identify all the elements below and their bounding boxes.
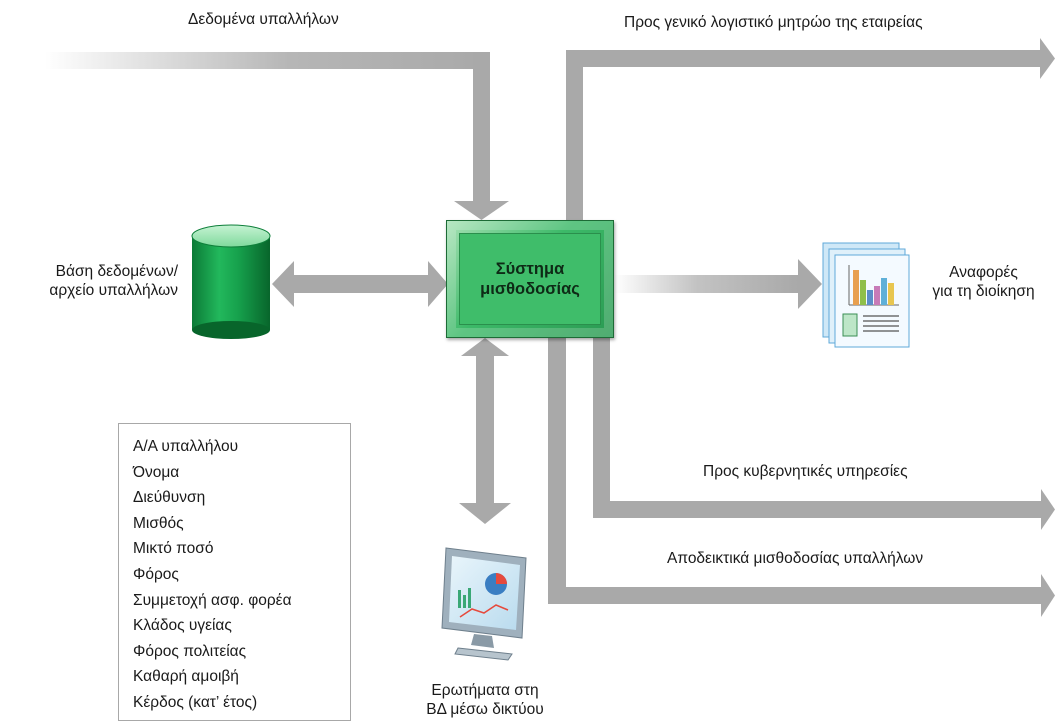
field-item: Α/Α υπαλλήλου bbox=[133, 438, 239, 455]
field-item: Όνομα bbox=[133, 463, 180, 481]
government-arrow bbox=[593, 338, 1055, 530]
database-label: Βάση δεδομένων/ αρχείο υπαλλήλων bbox=[0, 262, 178, 300]
field-item: Καθαρή αμοιβή bbox=[133, 668, 239, 686]
reports-label-line1: Αναφορές bbox=[949, 264, 1018, 281]
employee-data-label: Δεδομένα υπαλλήλων bbox=[188, 11, 339, 28]
reports-arrow bbox=[614, 259, 822, 309]
payroll-system-title-line1: Σύστημα bbox=[495, 260, 565, 278]
field-item: Φόρος πολιτείας bbox=[133, 642, 247, 660]
paychecks-arrow bbox=[548, 338, 1055, 617]
field-item: Φόρος bbox=[133, 565, 179, 583]
queries-label-line2: ΒΔ μέσω δικτύου bbox=[426, 701, 544, 718]
queries-label-line1: Ερωτήματα στη bbox=[431, 682, 539, 699]
database-icon bbox=[191, 224, 271, 339]
payroll-system-title-line2: μισθοδοσίας bbox=[480, 280, 580, 298]
field-item: Συμμετοχή ασφ. φορέα bbox=[133, 591, 292, 609]
database-label-line2: αρχείο υπαλλήλων bbox=[49, 282, 178, 299]
general-ledger-label: Προς γενικό λογιστικό μητρώο της εταιρεί… bbox=[624, 14, 923, 31]
database-label-line1: Βάση δεδομένων/ bbox=[55, 263, 178, 280]
employee-fields-box: Α/Α υπαλλήλου Όνομα Διεύθυνση Μισθός Μικ… bbox=[118, 423, 351, 721]
payroll-system-box: Σύστημα μισθοδοσίας bbox=[446, 220, 614, 338]
field-item: Κλάδος υγείας bbox=[133, 617, 232, 635]
reports-label-line2: για τη διοίκηση bbox=[932, 283, 1035, 300]
field-item: Κέρδος (κατ’ έτος) bbox=[133, 693, 258, 711]
queries-arrow bbox=[459, 338, 511, 524]
employee-data-arrow bbox=[45, 52, 509, 220]
monitor-icon bbox=[441, 547, 527, 661]
paychecks-label: Αποδεικτικά μισθοδοσίας υπαλλήλων bbox=[667, 550, 924, 567]
government-label: Προς κυβερνητικές υπηρεσίες bbox=[703, 463, 908, 480]
field-item: Μισθός bbox=[133, 514, 184, 532]
reports-label: Αναφορές για τη διοίκηση bbox=[912, 263, 1055, 301]
field-item: Μικτό ποσό bbox=[133, 540, 214, 558]
general-ledger-arrow bbox=[566, 38, 1055, 222]
reports-icon bbox=[822, 242, 910, 348]
queries-label: Ερωτήματα στη ΒΔ μέσω δικτύου bbox=[410, 681, 560, 719]
payroll-system-panel: Σύστημα μισθοδοσίας bbox=[459, 233, 601, 325]
field-item: Διεύθυνση bbox=[133, 489, 206, 507]
database-system-arrow bbox=[272, 261, 448, 307]
